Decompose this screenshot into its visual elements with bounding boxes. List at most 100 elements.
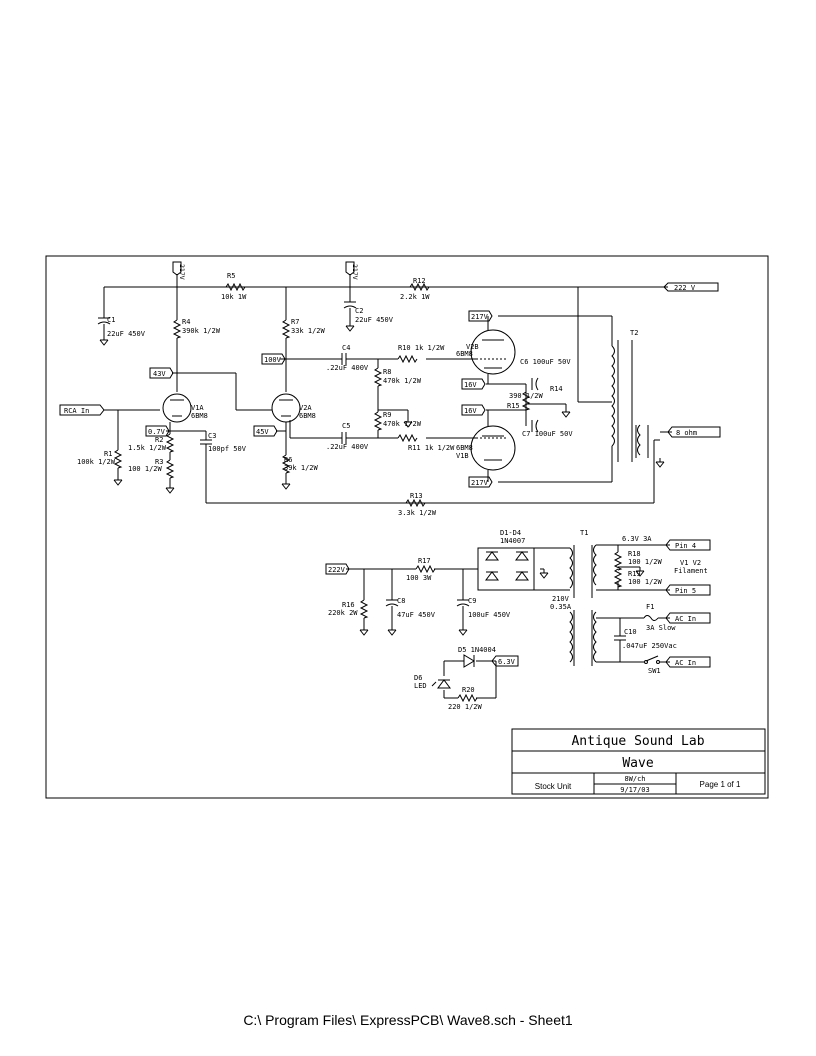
r4-name: R4	[182, 318, 190, 326]
flag-16v-b: 16V	[464, 407, 477, 415]
v2a-name: V2A	[299, 404, 312, 412]
r1-value: 100k 1/2W	[77, 458, 116, 466]
filament-tubes: V1 V2	[680, 559, 701, 567]
flag-222v: 222 V	[674, 284, 696, 292]
c5-name: C5	[342, 422, 350, 430]
company-name: Antique Sound Lab	[571, 734, 704, 749]
t1-name: T1	[580, 529, 588, 537]
filament-label: Filament	[674, 567, 708, 575]
d6-value: LED	[414, 682, 427, 690]
d5-label: D5 1N4004	[458, 646, 496, 654]
flag-43v: 43V	[153, 370, 166, 378]
flag-pin4: Pin 4	[675, 542, 696, 550]
component-labels: 217V 217V 222 V 217V 217V 43V 100V 45V 0…	[64, 264, 708, 711]
r9-name: R9	[383, 411, 391, 419]
filament-voltage: 6.3V 3A	[622, 535, 652, 543]
v2b-name: V2B	[466, 343, 479, 351]
c9-value: 100uF 450V	[468, 611, 511, 619]
flag-0.7v: 0.7V	[148, 428, 166, 436]
r5-value: 10k 1W	[221, 293, 247, 301]
r19-name: R19	[628, 570, 641, 578]
wires	[103, 274, 672, 504]
r18-name: R18	[628, 550, 641, 558]
r17-value: 100 3W	[406, 574, 432, 582]
v1b-type: 6BM8	[456, 444, 473, 452]
flag-100v: 100V	[264, 356, 282, 364]
c4-value: .22uF 400V	[326, 364, 369, 372]
r3-name: R3	[155, 458, 163, 466]
t1-current: 0.35A	[550, 603, 572, 611]
c3-value: 100pf 50V	[208, 445, 247, 453]
flag-217v-3: 217V	[471, 313, 489, 321]
flag-rca-in: RCA In	[64, 407, 89, 415]
r7-name: R7	[291, 318, 299, 326]
r15-name: R15	[507, 402, 520, 410]
r12-value: 2.2k 1W	[400, 293, 430, 301]
c1-name: C1	[107, 316, 115, 324]
sw1-name: SW1	[648, 667, 661, 675]
c2-name: C2	[355, 307, 363, 315]
c8-name: C8	[397, 597, 405, 605]
r13-value: 3.3k 1/2W	[398, 509, 437, 517]
r18-value: 100 1/2W	[628, 558, 663, 566]
r11-label: R11 1k 1/2W	[408, 444, 455, 452]
r16-name: R16	[342, 601, 355, 609]
flag-217v-4: 217V	[471, 479, 489, 487]
r20-value: 220 1/2W	[448, 703, 483, 711]
v1b-name: V1B	[456, 452, 469, 460]
d1-d4-value: 1N4007	[500, 537, 525, 545]
net-flags	[59, 261, 721, 668]
vacuum-tubes	[162, 329, 516, 471]
power-supply-wires	[346, 544, 670, 699]
r3-value: 100 1/2W	[128, 465, 163, 473]
flag-217v-1: 217V	[178, 264, 186, 280]
c1-value: 22uF 450V	[107, 330, 146, 338]
power-rating: 8W/ch	[624, 775, 645, 783]
r8-value: 470k 1/2W	[383, 377, 422, 385]
r20-name: R20	[462, 686, 475, 694]
flag-222v-ps: 222V	[328, 566, 346, 574]
flag-pin5: Pin 5	[675, 587, 696, 595]
transformer-coils	[569, 345, 641, 663]
r14-value: 390 1/2W	[509, 392, 544, 400]
flag-16v-a: 16V	[464, 381, 477, 389]
r1-name: R1	[104, 450, 112, 458]
diodes	[431, 551, 529, 689]
c9-name: C9	[468, 597, 476, 605]
c3-name: C3	[208, 432, 216, 440]
c5-value: .22uF 400V	[326, 443, 369, 451]
flag-217v-2: 217V	[351, 264, 359, 280]
t2-name: T2	[630, 329, 638, 337]
flag-ac-in-2: AC In	[675, 659, 696, 667]
c4-name: C4	[342, 344, 350, 352]
r5-name: R5	[227, 272, 235, 280]
capacitors	[97, 301, 626, 641]
r14-name: R14	[550, 385, 563, 393]
f1-name: F1	[646, 603, 654, 611]
r4-value: 390k 1/2W	[182, 327, 221, 335]
flag-6.3v: 6.3V	[498, 658, 516, 666]
d6-name: D6	[414, 674, 422, 682]
resistors	[113, 282, 623, 703]
print-footer: C:\ Program Files\ ExpressPCB\ Wave8.sch…	[243, 1012, 573, 1028]
r19-value: 100 1/2W	[628, 578, 663, 586]
c8-value: 47uF 450V	[397, 611, 436, 619]
r16-value: 220k 2W	[328, 609, 358, 617]
r8-name: R8	[383, 368, 391, 376]
sheet-border	[45, 255, 769, 799]
d1-d4-name: D1-D4	[500, 529, 521, 537]
r12-name: R12	[413, 277, 426, 285]
v1a-type: 6BM8	[191, 412, 208, 420]
grounds	[99, 321, 665, 636]
r6-value: 39k 1/2W	[284, 464, 319, 472]
f1-value: 3A Slow	[646, 624, 676, 632]
r17-name: R17	[418, 557, 431, 565]
drawing-title: Wave	[622, 756, 653, 771]
r9-value: 470k 1/2W	[383, 420, 422, 428]
r10-label: R10 1k 1/2W	[398, 344, 445, 352]
r2-value: 1.5k 1/2W	[128, 444, 167, 452]
flag-ac-in-1: AC In	[675, 615, 696, 623]
stock-unit: Stock Unit	[535, 782, 572, 791]
r6-name: R6	[284, 456, 292, 464]
